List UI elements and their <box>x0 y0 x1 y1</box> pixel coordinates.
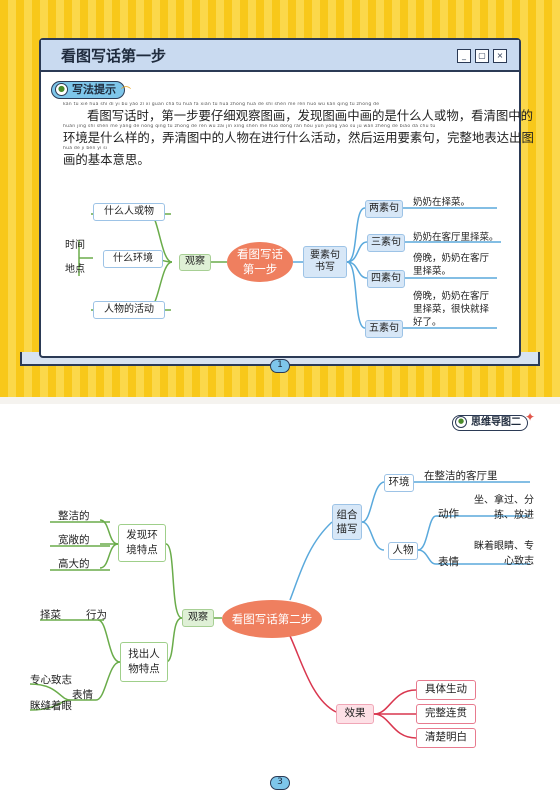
example-5: 傍晚，奶奶在客厅里择菜，很快就择好了。 <box>413 291 490 328</box>
sentence-type-4: 四素句 <box>367 270 405 288</box>
lightbulb-icon: ● <box>455 416 467 428</box>
pinyin-row: huà de jī běn yì sī <box>63 146 108 151</box>
node-person-activity: 人物的活动 <box>93 301 165 319</box>
sparkle-icon: ✦ <box>525 410 536 424</box>
app-window: 看图写话第一步 _ ▢ × ● 写法提示 ⌒ kàn tú xiě huà sh… <box>39 38 534 358</box>
example-4: 傍晚，奶奶在客厅里择菜。 <box>413 253 490 277</box>
env-trait-spacious: 宽敞的 <box>58 534 90 546</box>
close-button[interactable]: × <box>493 49 507 63</box>
lightbulb-icon: ● <box>55 83 68 96</box>
person-label: 人物 <box>388 542 418 560</box>
env-trait-tall: 高大的 <box>58 558 90 570</box>
mindmap-connectors <box>29 481 530 739</box>
mindmap-badge-label: 思维导图二 <box>471 417 521 428</box>
node-person-or-thing: 什么人或物 <box>93 203 165 221</box>
person-expression-focused: 专心致志 <box>30 674 72 686</box>
center-node: 看图写话第一步 <box>227 242 293 282</box>
center-node-label: 看图写话第二步 <box>231 611 313 626</box>
person-action-label: 行为 <box>86 609 107 621</box>
text-row: 看图写话时，第一步要仔细观察图画，发现图画中画的是什么人或物，看清图中的 <box>87 108 534 123</box>
center-node: 看图写话第二步 <box>222 600 322 638</box>
env-detail-time: 时间 <box>65 240 85 251</box>
person-action: 择菜 <box>40 609 61 621</box>
paragraph-line-1: kàn tú xiě huà shí dì yī bù yào zǐ xì gu… <box>63 102 533 123</box>
action-label: 动作 <box>438 508 459 520</box>
page-number: 1 <box>270 359 290 373</box>
person-expression-label: 表情 <box>72 689 93 701</box>
find-person-node: 找出人物特点 <box>120 642 168 682</box>
action-text: 坐、拿过、分拣、放进 <box>474 495 534 521</box>
node-environment: 什么环境 <box>103 250 163 268</box>
environment-label: 环境 <box>384 474 414 492</box>
expression-text: 眯着眼睛、专心致志 <box>474 541 534 567</box>
sparkle-icon: ⌒ <box>121 87 131 98</box>
sentence-type-5: 五素句 <box>365 320 403 338</box>
person-expression-squint: 眯缝着眼 <box>30 700 72 712</box>
page-one: 看图写话第一步 _ ▢ × ● 写法提示 ⌒ kàn tú xiě huà sh… <box>0 0 560 397</box>
window-title: 看图写话第一步 <box>61 46 167 65</box>
window-titlebar: 看图写话第一步 <box>41 40 519 72</box>
effect-node: 效果 <box>336 704 374 724</box>
tip-badge: ● 写法提示 <box>51 81 125 99</box>
observe-node: 观察 <box>182 609 214 627</box>
tip-label: 写法提示 <box>72 83 116 96</box>
text-row: 画的基本意思。 <box>63 152 150 167</box>
page-number: 3 <box>270 776 290 790</box>
minimize-button[interactable]: _ <box>457 49 471 63</box>
environment-text: 在整洁的客厅里 <box>424 470 498 482</box>
sentence-type-2: 两素句 <box>365 200 403 218</box>
combine-node: 组合描写 <box>332 504 362 540</box>
sentence-type-3: 三素句 <box>367 234 405 252</box>
mindmap-badge: ● 思维导图二 <box>452 415 528 431</box>
text-row: 环境是什么样的，弄清图中的人物在进行什么活动，然后运用要素句，完整地表达出图 <box>63 130 534 145</box>
effect-clear: 清楚明白 <box>416 728 476 748</box>
env-trait-tidy: 整洁的 <box>58 510 90 522</box>
example-2: 奶奶在择菜。 <box>413 197 471 208</box>
env-detail-place: 地点 <box>65 264 85 275</box>
find-environment-node: 发现环境特点 <box>118 524 166 562</box>
expression-label: 表情 <box>438 556 459 568</box>
page-two: ● 思维导图二 ✦ <box>0 404 560 800</box>
center-node-label: 看图写话第一步 <box>237 247 283 276</box>
example-3: 奶奶在客厅里择菜。 <box>413 232 499 243</box>
pinyin-row: kàn tú xiě huà shí dì yī bù yào zǐ xì gu… <box>63 102 380 107</box>
maximize-button[interactable]: ▢ <box>475 49 489 63</box>
observe-node: 观察 <box>179 254 211 271</box>
effect-coherent: 完整连贯 <box>416 704 476 724</box>
window-controls: _ ▢ × <box>457 49 507 63</box>
paragraph-line-2: huán jìng shì shén me yàng de nòng qīng … <box>63 124 534 145</box>
effect-vivid: 具体生动 <box>416 680 476 700</box>
paragraph-line-3: huà de jī běn yì sī 画的基本意思。 <box>63 146 150 167</box>
pinyin-row: huán jìng shì shén me yàng de nòng qīng … <box>63 124 436 129</box>
write-node: 要素句书写 <box>303 246 347 278</box>
